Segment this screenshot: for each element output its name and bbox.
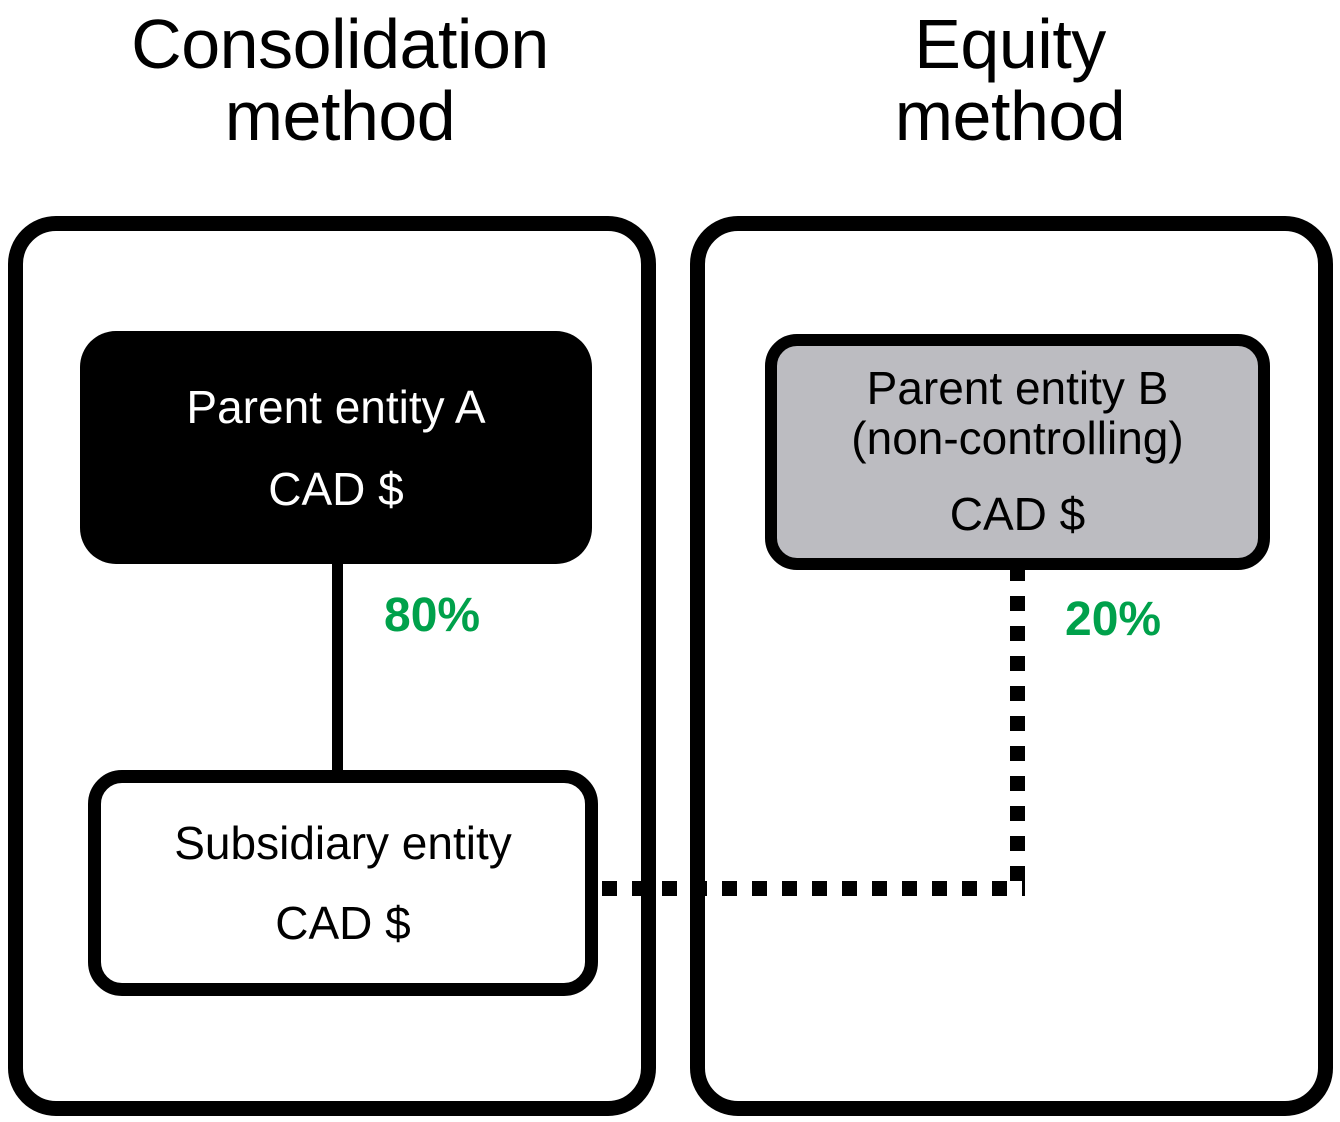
entity-box-parent-a: Parent entity A CAD $ xyxy=(80,331,592,564)
entity-box-parent-b-qualifier: (non-controlling) xyxy=(851,412,1184,465)
connector-parent-a-to-subsidiary xyxy=(332,560,343,775)
connector-subsidiary-to-parent-b-vertical xyxy=(1010,566,1025,896)
entity-box-parent-a-name: Parent entity A xyxy=(186,380,486,433)
entity-box-parent-b-name: Parent entity B xyxy=(866,362,1169,415)
entity-box-subsidiary-currency: CAD $ xyxy=(275,897,411,949)
entity-box-subsidiary-name: Subsidiary entity xyxy=(174,817,512,869)
equity-method-title: Equity method xyxy=(894,5,1126,156)
connector-subsidiary-to-parent-b-horizontal xyxy=(602,881,1025,896)
entity-box-parent-a-currency: CAD $ xyxy=(268,462,404,515)
ownership-percentage-consolidation: 80% xyxy=(384,589,481,642)
entity-box-parent-b-currency: CAD $ xyxy=(949,487,1086,540)
entity-box-subsidiary: Subsidiary entity CAD $ xyxy=(88,770,598,996)
ownership-percentage-equity: 20% xyxy=(1065,593,1162,646)
consolidation-method-title: Consolidation method xyxy=(131,5,549,156)
entity-box-parent-b: Parent entity B (non-controlling) CAD $ xyxy=(765,334,1270,570)
